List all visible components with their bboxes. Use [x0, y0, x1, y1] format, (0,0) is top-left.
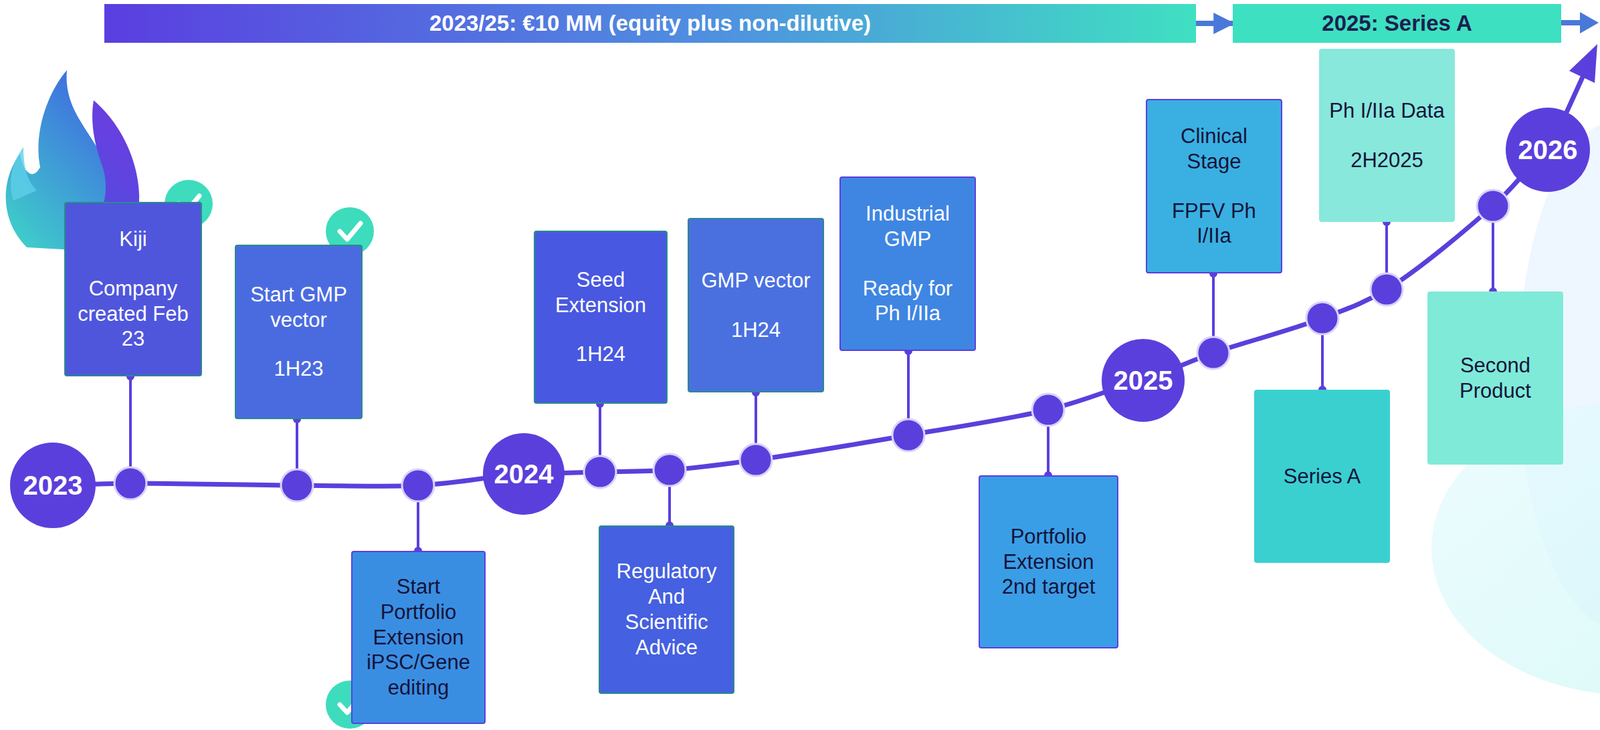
timeline-dot	[1370, 273, 1403, 306]
node-text: 2023/25: €10 MM (equity plus non-dilutiv…	[429, 10, 871, 37]
arrow-shaft	[1561, 20, 1583, 26]
node-text: Series A	[1283, 464, 1361, 490]
flame-shape	[10, 147, 37, 201]
node-text: Ph I/IIa Data	[1329, 98, 1445, 124]
node-text: FPFV Ph I/IIa	[1155, 198, 1273, 250]
milestone-box: Seed Extension 1H24	[533, 230, 668, 405]
timeline-dot	[1197, 337, 1230, 370]
node-text: Clinical Stage	[1155, 123, 1273, 175]
node-text: Seed Extension	[543, 267, 659, 319]
year-circle: 2024	[482, 433, 565, 516]
funding-band: 2025: Series A	[1232, 4, 1562, 43]
year-circle: 2026	[1505, 107, 1590, 192]
timeline-dot	[892, 419, 925, 452]
timeline-end-arrow	[1566, 44, 1598, 113]
timeline-dot	[280, 469, 314, 502]
milestone-box: KijiCompany created Feb 23	[64, 202, 203, 377]
milestone-box: Start Portfolio Extension iPSC/Gene edit…	[351, 551, 486, 725]
timeline-dot	[583, 456, 617, 489]
node-text: Start Portfolio Extension iPSC/Gene edit…	[360, 574, 477, 702]
milestone-box: Series A	[1254, 389, 1390, 564]
timeline-dot	[114, 467, 147, 500]
milestone-box: Regulatory And Scientific Advice	[598, 525, 735, 695]
node-text: 1H23	[273, 356, 324, 382]
node-text: 2025	[1113, 364, 1174, 398]
year-circle: 2023	[10, 442, 96, 529]
node-text: Industrial GMP	[848, 201, 967, 253]
funding-arrow	[1561, 12, 1599, 34]
arrow-head	[1579, 12, 1599, 34]
timeline-dot	[402, 469, 435, 502]
milestone-box: Industrial GMP Ready for Ph I/IIa	[839, 176, 976, 352]
node-text: Second Product	[1436, 353, 1554, 405]
timeline-dot	[1306, 302, 1339, 335]
node-text: Regulatory And Scientific Advice	[608, 559, 726, 661]
milestone-box: GMP vector 1H24	[687, 218, 825, 393]
node-text: 1H24	[575, 341, 626, 368]
timeline-dot	[1476, 189, 1510, 223]
arrow-head	[1569, 44, 1598, 83]
node-text: Kiji	[119, 226, 147, 253]
node-text: Company created Feb 23	[73, 276, 193, 352]
timeline-dot	[739, 444, 772, 477]
node-text: 2024	[494, 458, 554, 491]
node-text: Start GMP vector	[244, 282, 354, 334]
milestone-box: Second Product	[1427, 291, 1564, 465]
milestone-box: Clinical StageFPFV Ph I/IIa	[1145, 98, 1283, 274]
node-text: Portfolio Extension 2nd target	[987, 524, 1110, 600]
node-text: 1H24	[731, 317, 781, 344]
timeline-line	[563, 392, 1105, 473]
check-mark	[339, 223, 361, 240]
node-text: 2026	[1518, 133, 1578, 167]
funding-arrow	[1195, 20, 1233, 27]
timeline-dot	[1032, 393, 1065, 427]
node-text: 2H2025	[1350, 147, 1424, 174]
milestone-box: Ph I/IIa Data 2H2025	[1319, 48, 1455, 223]
timeline-dot	[653, 454, 686, 487]
funding-band: 2023/25: €10 MM (equity plus non-dilutiv…	[104, 4, 1196, 43]
node-text: Ready for Ph I/IIa	[848, 276, 967, 328]
milestone-box: Start GMP vector 1H23	[234, 244, 363, 420]
node-text: GMP vector	[701, 268, 811, 294]
milestone-box: Portfolio Extension 2nd target	[978, 475, 1119, 649]
node-text: 2025: Series A	[1321, 10, 1472, 37]
year-circle: 2025	[1101, 339, 1185, 423]
node-text: 2023	[23, 469, 83, 503]
